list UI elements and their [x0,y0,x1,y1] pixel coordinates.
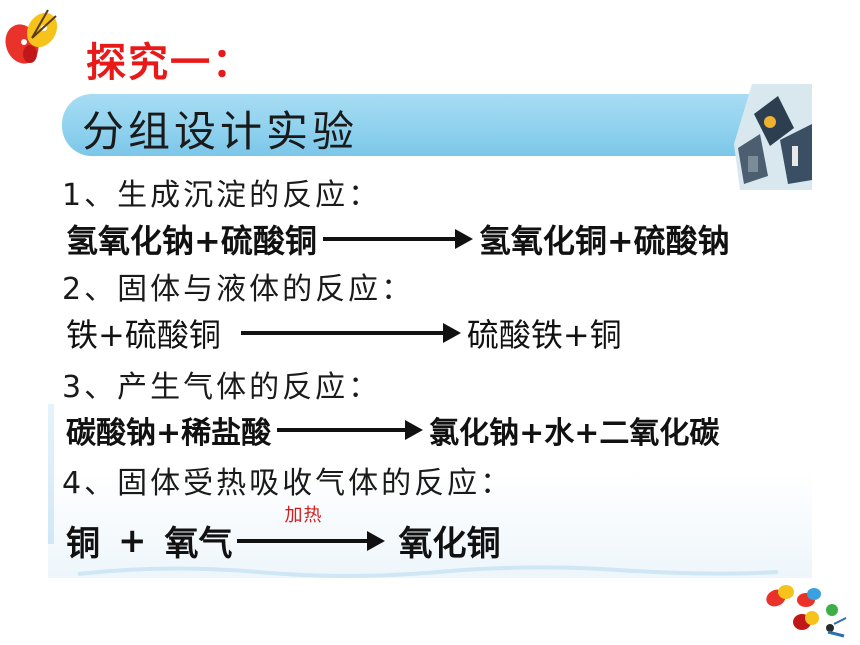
butterfly-icon [5,9,58,64]
decorative-strip [48,404,54,544]
section-banner: 分组设计实验 [62,94,772,156]
banner-title: 分组设计实验 [82,107,359,156]
butterflies-icon [766,585,847,638]
arrow-icon: 加热 [236,505,385,553]
reactants-2: 铁+硫酸铜 [66,316,221,354]
lab-photo-icon [734,84,812,190]
reaction-condition: 加热 [284,504,323,526]
reactant-b-4: 氧气 [164,524,233,564]
arrow-icon [240,321,461,345]
reaction-equation-3: 碳酸钠+稀盐酸 氯化钠+水+二氧化碳 [66,408,719,452]
reaction-label-3: 3、产生气体的反应： [62,370,382,405]
products-1: 氢氧化铜+硫酸钠 [478,222,730,260]
reaction-equation-1: 氢氧化钠+硫酸铜 氢氧化铜+硫酸钠 [66,216,730,262]
reaction-equation-4: 铜 + 氧气 加热 氧化铜 [66,505,501,565]
reaction-equation-2: 铁+硫酸铜 硫酸铁+铜 [66,310,622,356]
reaction-label-4: 4、固体受热吸收气体的反应： [62,466,514,501]
page-title: 探究一： [86,40,254,86]
reactants-1: 氢氧化钠+硫酸铜 [66,222,317,260]
reaction-label-1: 1、生成沉淀的反应： [62,178,382,213]
plus-sign: + [118,520,147,561]
arrow-icon [322,227,473,251]
reactants-3: 碳酸钠+稀盐酸 [66,416,272,451]
arrow-icon [277,418,424,442]
reactant-a-4: 铜 [66,524,100,564]
decorative-wave [78,565,778,578]
slide-panel: 分组设计实验 1、生成沉淀的反应： 氢氧化钠+硫酸铜 氢氧化铜+硫酸钠 2、固体… [48,84,812,578]
reaction-label-2: 2、固体与液体的反应： [62,272,415,307]
products-3: 氯化钠+水+二氧化碳 [429,416,720,451]
products-4: 氧化铜 [398,524,501,564]
products-2: 硫酸铁+铜 [466,316,622,354]
